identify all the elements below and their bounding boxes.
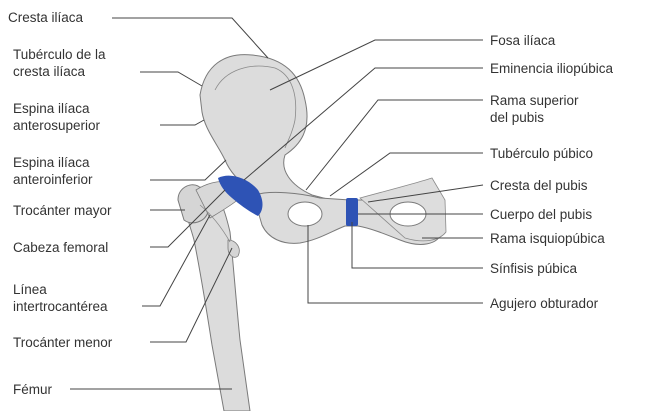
obturator-foramen-left <box>288 202 322 226</box>
label-rama-isquiopubica: Rama isquiopúbica <box>490 230 605 247</box>
leader-espina-ai <box>150 160 226 180</box>
label-agujero-obturador: Agujero obturador <box>490 295 598 312</box>
leader-rama-sup <box>306 100 483 190</box>
label-sinfisis-pubica: Sínfisis púbica <box>490 260 577 277</box>
label-trocanter-mayor: Trocánter mayor <box>13 202 112 219</box>
leader-cresta-iliaca <box>112 18 268 58</box>
label-cresta-pubis: Cresta del pubis <box>490 177 588 194</box>
label-linea-intertrocanterea: Línea intertrocantérea <box>13 281 108 315</box>
leader-espina-as <box>160 120 204 125</box>
label-espina-anterosuperior: Espina ilíaca anterosuperior <box>13 100 100 134</box>
lesser-trochanter-shape <box>228 240 239 257</box>
label-trocanter-menor: Trocánter menor <box>13 334 112 351</box>
label-cuerpo-pubis: Cuerpo del pubis <box>490 206 592 223</box>
label-cabeza-femoral: Cabeza femoral <box>13 239 108 256</box>
leader-fosa-iliaca <box>270 40 483 90</box>
label-cresta-iliaca: Cresta ilíaca <box>8 9 83 26</box>
label-tuberculo-pubico: Tubérculo púbico <box>490 145 593 162</box>
label-rama-superior-pubis: Rama superior del pubis <box>490 92 579 126</box>
label-tuberculo-cresta: Tubérculo de la cresta ilíaca <box>13 46 106 80</box>
pubic-symphysis <box>346 198 358 226</box>
leader-tuberculo-cresta <box>140 72 202 86</box>
label-femur: Fémur <box>13 381 52 398</box>
label-fosa-iliaca: Fosa ilíaca <box>490 32 555 49</box>
label-eminencia-iliopubica: Eminencia iliopúbica <box>490 60 613 77</box>
label-espina-anteroinferior: Espina ilíaca anteroinferior <box>13 154 93 188</box>
